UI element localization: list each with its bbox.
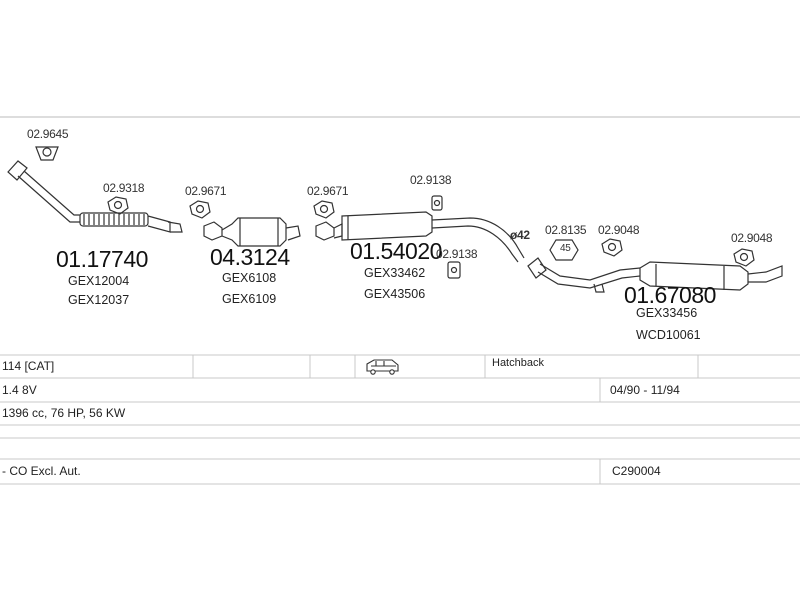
notes-cell: - CO Excl. Aut. [2,464,81,478]
part-code-label: 02.9318 [103,181,145,195]
gasket-45-part [549,239,579,261]
alt-part-label: GEX33462 [364,266,426,280]
part-code-label: 02.9645 [27,127,69,141]
part-number-label: 01.17740 [56,246,148,272]
alt-part-label: GEX6109 [222,292,277,306]
alt-part-label: GEX12037 [68,293,130,307]
catalyst-part [203,217,301,247]
part-code-label: 02.9048 [598,223,640,237]
centre-silencer-part [315,211,525,263]
rear-silencer-part [527,257,783,293]
part-code-label: 02.9138 [410,173,452,187]
clamp-part [189,200,211,219]
gasket-size-label: 45 [560,243,571,254]
part-number-label: 01.67080 [624,282,716,308]
alt-part-label: WCD10061 [636,328,701,342]
years-cell: 04/90 - 11/94 [610,383,680,397]
body-type-cell: Hatchback [492,357,544,369]
clamp-part [733,248,755,267]
hatchback-car-icon [366,359,399,375]
part-code-label: 02.9048 [731,231,773,245]
gasket-part [35,146,59,161]
alt-part-label: GEX6108 [222,271,277,285]
part-code-label: 02.9671 [307,184,349,198]
engine-cell: 1.4 8V [2,383,37,397]
part-number-label: 04.3124 [210,244,290,270]
table-grid [0,354,800,485]
part-code-label: 02.9671 [185,184,227,198]
specs-cell: 1396 cc, 76 HP, 56 KW [2,406,126,420]
part-code-label: 02.8135 [545,223,587,237]
hanger-part [447,261,461,279]
part-code-label: 02.9138 [436,247,478,261]
part-number-label: 01.54020 [350,238,442,264]
alt-part-label: GEX43506 [364,287,426,301]
clamp-part [313,200,335,219]
front-pipe-part [7,160,183,233]
model-cell: 114 [CAT] [2,359,55,373]
clamp-part [107,196,129,215]
alt-part-label: GEX12004 [68,274,130,288]
catalog-code-cell: C290004 [612,464,661,478]
alt-part-label: GEX33456 [636,306,698,320]
pipe-diameter-label: ø42 [510,228,530,242]
hanger-part [431,195,443,211]
clamp-part [601,238,623,257]
